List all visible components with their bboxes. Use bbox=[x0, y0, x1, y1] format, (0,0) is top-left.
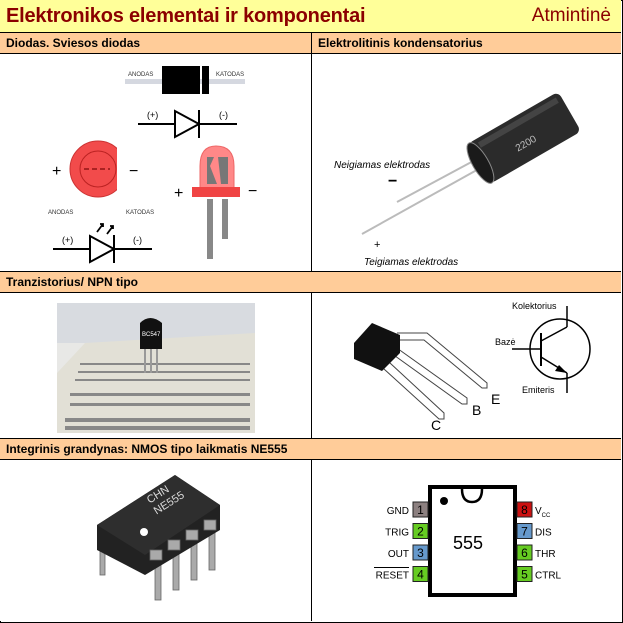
svg-text:+: + bbox=[174, 185, 183, 202]
pin-6 bbox=[516, 544, 533, 561]
ic-photo: CHN NE555 bbox=[0, 460, 311, 621]
svg-text:KATODAS: KATODAS bbox=[126, 210, 154, 216]
transistor-photo: BC547 bbox=[0, 293, 311, 438]
pin-name: RESET bbox=[376, 571, 409, 582]
memo-label: Atmintinė bbox=[531, 5, 611, 26]
section-header-transistor: Tranzistorius/ NPN tipo bbox=[0, 271, 621, 293]
chip-label: 555 bbox=[453, 533, 483, 553]
chip-outline bbox=[428, 485, 517, 597]
pin-number: 5 bbox=[521, 568, 528, 582]
pin-c-label: C bbox=[431, 417, 441, 433]
to92-package bbox=[354, 323, 400, 371]
pin-b-label: B bbox=[472, 402, 481, 418]
svg-text:(+): (+) bbox=[62, 235, 73, 245]
page-title: Elektronikos elementai ir komponentai bbox=[6, 5, 366, 27]
pin-number: 7 bbox=[521, 525, 528, 539]
pin-number: 1 bbox=[417, 503, 424, 517]
svg-text:ANODAS: ANODAS bbox=[48, 210, 73, 216]
pin-name: THR bbox=[535, 549, 556, 560]
header-ic: Integrinis grandynas: NMOS tipo laikmati… bbox=[6, 442, 288, 456]
capacitor-figure: 2200 Neigiamas elektrodas − + Teigiamas … bbox=[312, 54, 621, 272]
svg-text:−: − bbox=[388, 173, 397, 190]
pin-name: TRIG bbox=[385, 528, 409, 539]
column-divider bbox=[311, 54, 312, 272]
title-bar: Elektronikos elementai ir komponentai At… bbox=[0, 0, 621, 33]
cathode-label-top: KATODAS bbox=[216, 72, 244, 78]
transistor-diagram: C B E Kolektorius Bazė Emiteris bbox=[312, 293, 621, 438]
pin-number: 4 bbox=[417, 568, 424, 582]
pin-5 bbox=[516, 566, 533, 582]
led-side-view bbox=[199, 145, 235, 195]
led-symbol bbox=[89, 234, 117, 264]
base-label: Bazė bbox=[495, 337, 516, 347]
svg-text:(-): (-) bbox=[133, 235, 142, 245]
header-transistor: Tranzistorius/ NPN tipo bbox=[6, 275, 139, 289]
header-capacitor: Elektrolitinis kondensatorius bbox=[318, 36, 483, 50]
pin-name: DIS bbox=[535, 528, 552, 539]
pin-4 bbox=[412, 566, 429, 582]
pin-name: CTRL bbox=[535, 571, 562, 582]
diode-figure: ANODAS KATODAS (+) (-) + − ANODAS KATODA… bbox=[0, 54, 311, 272]
pin-8 bbox=[516, 501, 533, 518]
svg-text:+: + bbox=[374, 239, 380, 251]
negative-electrode-label: Neigiamas elektrodas bbox=[334, 160, 430, 171]
svg-text:−: − bbox=[248, 183, 257, 200]
pin-name: OUT bbox=[388, 549, 409, 560]
svg-text:BC547: BC547 bbox=[142, 332, 161, 338]
pin-7 bbox=[516, 523, 533, 539]
capacitor-body: 2200 bbox=[466, 93, 579, 184]
pin-number: 2 bbox=[417, 525, 424, 539]
pin-number: 3 bbox=[417, 546, 424, 560]
collector-label: Kolektorius bbox=[512, 301, 557, 311]
positive-electrode-label: Teigiamas elektrodas bbox=[364, 257, 458, 268]
ne555-pinout: 555 1 GND 2 TRIG 3 OUT 4 RESET 8 VCC 7 DIS 6 THR 5 CTRL bbox=[312, 460, 621, 621]
anode-label-top: ANODAS bbox=[128, 72, 153, 78]
pin-e-label: E bbox=[491, 391, 500, 407]
pin-1 bbox=[412, 501, 429, 518]
diode-symbol bbox=[174, 109, 202, 139]
pin-number: 8 bbox=[521, 503, 528, 517]
svg-text:−: − bbox=[129, 163, 138, 180]
pin-2 bbox=[412, 523, 429, 539]
pin-name: GND bbox=[387, 506, 409, 517]
transistor-package bbox=[140, 318, 162, 349]
emitter-label: Emiteris bbox=[522, 385, 555, 395]
svg-text:(-): (-) bbox=[219, 110, 228, 120]
header-diodes: Diodas. Sviesos diodas bbox=[6, 36, 141, 50]
pin-name: VCC bbox=[535, 506, 551, 519]
pin-3 bbox=[412, 544, 429, 561]
section-header-ic: Integrinis grandynas: NMOS tipo laikmati… bbox=[0, 438, 621, 460]
diode-body bbox=[162, 66, 200, 94]
svg-text:(+): (+) bbox=[147, 110, 158, 120]
pin-number: 6 bbox=[521, 546, 528, 560]
svg-text:+: + bbox=[52, 163, 61, 180]
section-header-diodes: Diodas. Sviesos diodas Elektrolitinis ko… bbox=[0, 32, 621, 54]
